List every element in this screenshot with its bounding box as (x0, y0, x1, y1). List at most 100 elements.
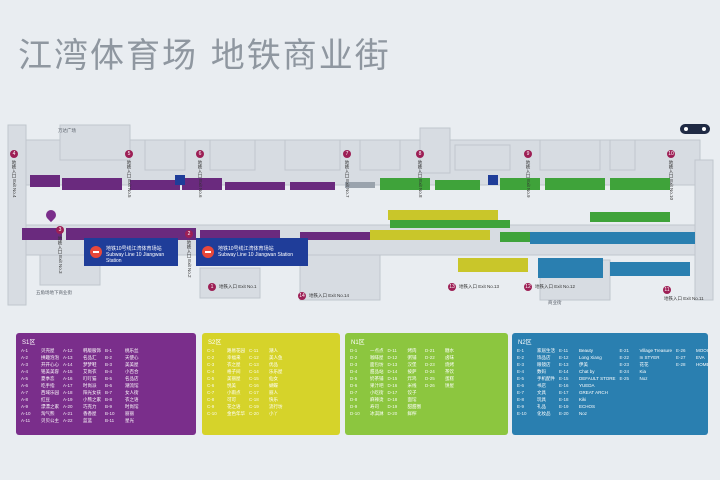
exit-marker-3[interactable]: 3 (56, 226, 64, 234)
legend-entry-name: 漂漂之家 (41, 404, 59, 409)
legend-entry-name: 果汁吧 (370, 383, 384, 388)
legend-entry-code: A-10 (21, 411, 31, 416)
lower-purple-shops (22, 228, 370, 240)
legend-entry-code: C-9 (207, 404, 215, 409)
legend-entry-name: 流行坊 (269, 404, 283, 409)
legend-entry-name: 时尚派 (83, 383, 97, 388)
legend-entry-code: A-15 (63, 369, 73, 374)
legend-entry-name: In STYER (639, 355, 660, 360)
exit-marker-11[interactable]: 11 (663, 286, 671, 294)
exit-marker-13[interactable]: 13 (448, 283, 456, 291)
legend-entry-name: 阳光女孩 (83, 390, 101, 395)
legend-entry-code: A-16 (63, 376, 73, 381)
legend-entry-code: B-4 (105, 369, 113, 374)
legend-entry-code: D-4 (350, 369, 358, 374)
exit-marker-7[interactable]: 7 (343, 150, 351, 158)
exit-marker-14[interactable]: 14 (298, 292, 306, 300)
exit-marker-5[interactable]: 5 (125, 150, 133, 158)
street-label-left-bottom: 五角场地下商业街 (36, 290, 72, 295)
legend-entry-name: 幸福来 (227, 355, 241, 360)
legend-entry-code: E-26 (675, 348, 686, 353)
exit-marker-8[interactable]: 8 (416, 150, 424, 158)
lower-yellow-shops (370, 210, 528, 272)
legend-entry-name: Noz (639, 376, 648, 381)
lower-green-shops (390, 212, 670, 242)
legend-entry-code: C-15 (249, 376, 259, 381)
legend-entry-name: 烧烤 (445, 362, 454, 367)
legend-entry-code: A-18 (63, 390, 73, 395)
restroom-icon (175, 175, 185, 185)
exit-label-11: 地铁入口 Exit No.11 (664, 296, 704, 301)
legend-panel-header: S1区 (22, 340, 36, 346)
legend-entry-name: 蓝蓝 (83, 418, 92, 423)
exit-marker-10[interactable]: 10 (667, 150, 675, 158)
exit-marker-4[interactable]: 4 (10, 150, 18, 158)
legend-entry-name: 仙女 (269, 376, 278, 381)
legend-entry-name: 星光 (125, 418, 134, 423)
legend-entry-name: 名品汇 (83, 355, 97, 360)
legend-entry-code: B-2 (105, 355, 113, 360)
exit-marker-9[interactable]: 9 (524, 150, 532, 158)
legend-entry-name: 家居生活 (537, 348, 555, 353)
legend-entry-code: C-1 (207, 348, 215, 353)
legend-entry-code: A-2 (21, 355, 29, 360)
metro-icon (202, 246, 214, 258)
legend-entry-name: GREAT ARCH (579, 390, 608, 395)
legend-entry-name: 开开心心 (41, 362, 59, 367)
exit-label-5: 地铁入口 Exit No.5 (127, 160, 132, 198)
exit-marker-2[interactable]: 2 (185, 230, 193, 238)
legend-entry-code: C-2 (207, 355, 215, 360)
legend-entry-code: C-14 (249, 369, 259, 374)
legend-entry-code: D-12 (387, 355, 398, 360)
legend-entry-code: E-10 (517, 411, 527, 416)
legend-entry-code: A-21 (63, 411, 73, 416)
exit-marker-1[interactable]: 1 (208, 283, 216, 291)
legend-entry-name: 手机配件 (537, 376, 555, 381)
exit-marker-6[interactable]: 6 (196, 150, 204, 158)
legend-entry-code: B-1 (105, 348, 113, 353)
legend-entry-name: Kia (639, 369, 647, 374)
exit-label-13: 地铁入口 Exit No.13 (459, 284, 500, 289)
legend-entry-code: A-6 (21, 383, 29, 388)
legend-entry-code: A-11 (21, 418, 31, 423)
exit-label-3: 地铁入口 Exit No.3 (58, 236, 63, 274)
legend-entry-code: E-6 (517, 383, 525, 388)
exit-marker-12[interactable]: 12 (524, 283, 532, 291)
legend-entry-name: MOOI (695, 348, 708, 353)
legend-entry-code: E-15 (559, 376, 569, 381)
legend-entry-name: Chat by (579, 369, 595, 374)
legend-entry-name: 礼品 (537, 404, 546, 409)
legend-entry-code: E-14 (559, 369, 569, 374)
legend-entry-code: E-3 (517, 362, 525, 367)
legend-entry-name: 面馆 (407, 397, 417, 402)
legend-entry-code: D-2 (350, 355, 358, 360)
legend-entry-name: 小雨点 (227, 390, 241, 395)
